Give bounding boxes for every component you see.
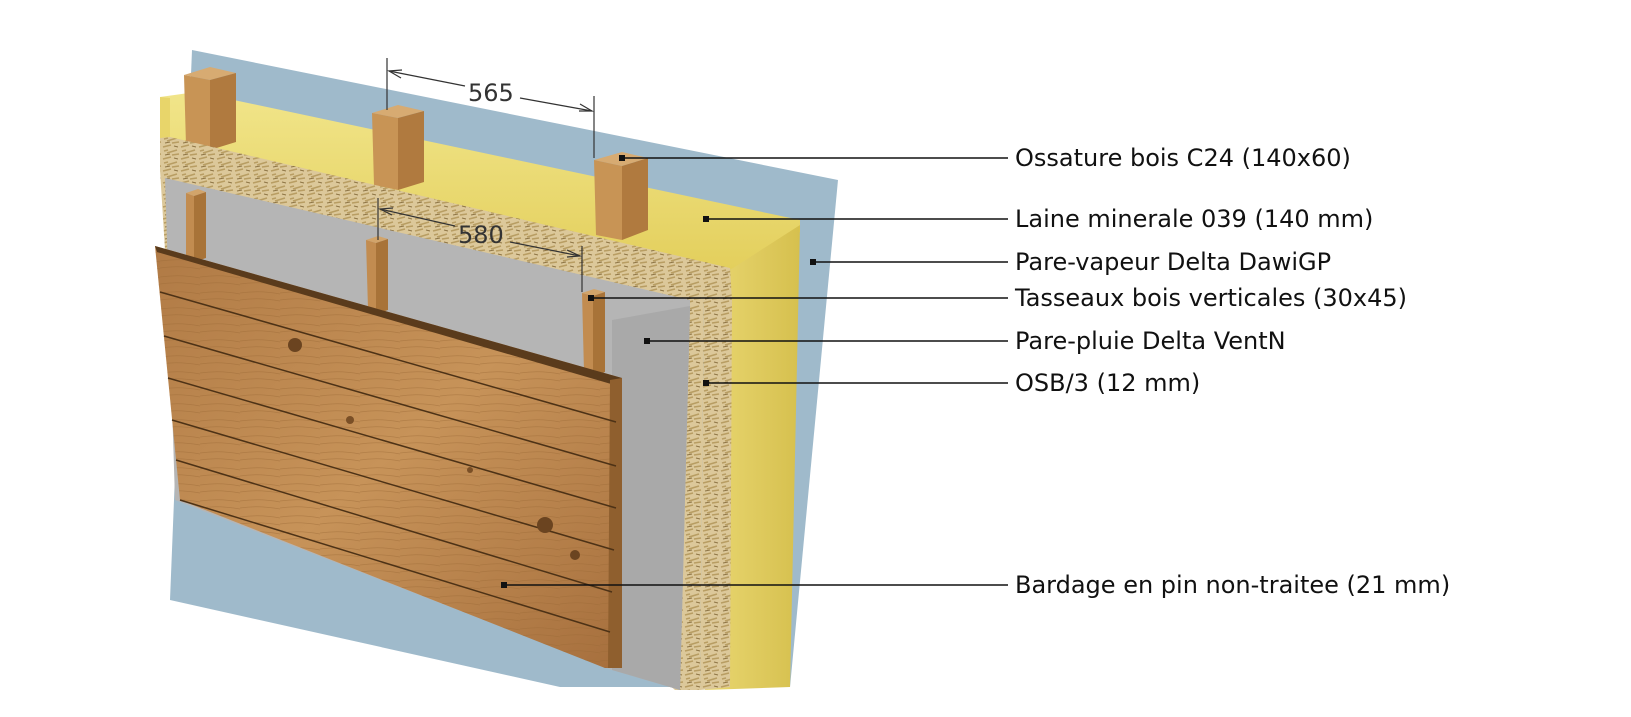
label-osb: OSB/3 (12 mm): [1015, 369, 1201, 397]
label-cladding: Bardage en pin non-traitee (21 mm): [1015, 571, 1451, 599]
label-vapour-barrier: Pare-vapeur Delta DawiGP: [1015, 248, 1332, 276]
batten-spacing-value: 580: [458, 221, 504, 249]
stud-1: [184, 67, 236, 150]
stud-spacing-value: 565: [468, 79, 514, 107]
label-studs: Ossature bois C24 (140x60): [1015, 144, 1351, 172]
cladding-panel: [155, 246, 622, 668]
stud-3: [594, 152, 648, 240]
stud-2: [372, 105, 424, 190]
leader-lines: [504, 157, 1008, 586]
osb-side-face: [700, 293, 732, 690]
insulation-front-strip: [160, 97, 170, 140]
rain-barrier-fold: [612, 306, 690, 690]
stud-spacing-dimension: [386, 58, 595, 158]
batten-3: [582, 289, 605, 376]
leader-dots: [501, 155, 816, 588]
osb-top-face: [160, 137, 732, 300]
batten-1: [186, 189, 206, 262]
label-battens: Tasseaux bois verticales (30x45): [1015, 284, 1408, 312]
label-insulation: Laine minerale 039 (140 mm): [1015, 205, 1374, 233]
label-rain-barrier: Pare-pluie Delta VentN: [1015, 327, 1286, 355]
batten-spacing-dimension: [377, 198, 583, 292]
batten-2: [366, 236, 388, 314]
